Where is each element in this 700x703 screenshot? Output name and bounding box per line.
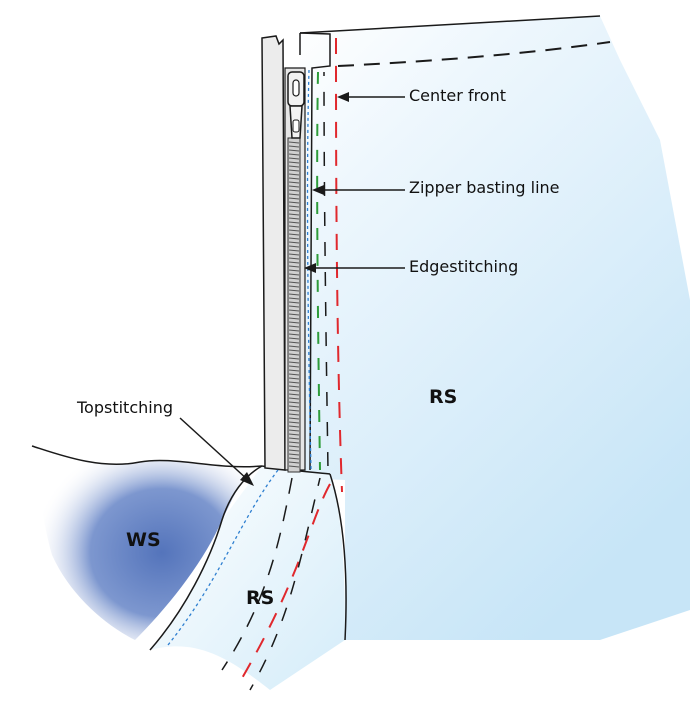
rs-flap-right-edge [329,473,347,641]
arrow-edgestitching [304,263,405,273]
fabric-fold-edge [299,32,331,471]
label-center-front: Center front [409,86,506,105]
rs-flap-panel [150,466,345,690]
stitching-line-black [323,71,329,471]
zipper-tape [261,35,286,471]
region-rs-flap: RS [246,587,274,609]
label-topstitching: Topstitching [76,398,173,417]
ws-fabric-panel [32,446,248,640]
label-zipper-basting-line: Zipper basting line [409,178,560,197]
zipper-teeth-lines [288,141,300,468]
flap-stitch-black-2 [249,477,321,691]
zipper-basting-line [316,71,321,471]
region-ws: WS [126,529,161,551]
region-rs-main: RS [429,386,457,408]
rs-fabric-top-edge [299,15,601,34]
rs-fold-dash-line [337,41,611,67]
arrow-zipper-basting [312,185,405,195]
ws-fabric-top-edge [31,445,263,468]
flap-center-front-red [237,483,331,686]
edgestitching-line [306,69,312,471]
center-front-line [335,37,343,493]
rs-fabric-panel [300,16,690,640]
arrow-topstitching [179,417,254,486]
arrow-center-front [337,92,405,102]
label-edgestitching: Edgestitching [409,257,518,276]
flap-stitch-black-1 [221,477,293,671]
zipper-pull-icon [287,71,305,139]
